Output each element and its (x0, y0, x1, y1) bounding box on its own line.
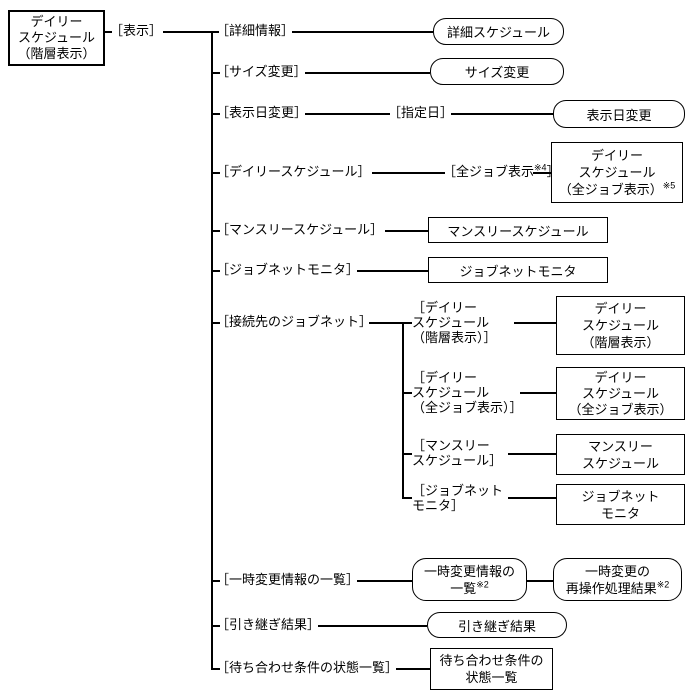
footnote-ref: ※4 (534, 162, 547, 173)
window-label: ジョブネット モニタ (581, 488, 660, 521)
window-label: デイリー スケジュール （全ジョブ表示）※5 (559, 147, 676, 198)
footnote-ref: ※2 (656, 579, 670, 590)
connector-line (292, 31, 433, 33)
menu-item-specified-date: ［指定日］ (388, 105, 454, 120)
window-label: ジョブネットモニタ (459, 263, 577, 279)
menu-item-detail-info: ［詳細情報］ (216, 23, 295, 38)
dialog-label: 一時変更の 再操作処理結果※2 (566, 563, 670, 597)
branch-tick (402, 322, 412, 324)
branch-tick (211, 270, 220, 272)
menu-item-change-date: ［表示日変更］ (216, 105, 308, 120)
root-window-label: デイリー スケジュール （階層表示） (17, 14, 96, 61)
menu-item-jobnet-monitor: ［ジョブネットモニタ］ (216, 262, 360, 277)
dialog-label: 一時変更情報の 一覧※2 (424, 563, 515, 597)
window-node-jobnet-monitor: ジョブネットモニタ (428, 257, 608, 283)
menu-item-monthly-schedule-sub: ［マンスリー スケジュール］ (412, 438, 503, 468)
menu-item-text: ［全ジョブ表示 (443, 164, 535, 179)
connector-line (508, 453, 556, 455)
branch-tick (211, 230, 220, 232)
connector-line (396, 668, 430, 670)
connector-line (372, 172, 445, 174)
dialog-node-detail-schedule: 詳細スケジュール (433, 18, 564, 45)
connector-line (533, 172, 553, 174)
window-node-monthly-schedule-sub: マンスリー スケジュール (556, 434, 685, 475)
footnote-ref: ※5 (662, 180, 676, 191)
branch-tick (211, 580, 220, 582)
footnote-ref: ※2 (476, 579, 489, 590)
dialog-node-resize: サイズ変更 (430, 58, 564, 85)
window-label: マンスリー スケジュール (581, 438, 660, 471)
dialog-label-text: 一時変更情報の 一覧 (423, 563, 515, 596)
trunk-line (211, 31, 213, 669)
connector-line (104, 31, 112, 33)
window-node-jobnet-monitor-sub: ジョブネット モニタ (556, 484, 685, 525)
menu-item-takeover-result: ［引き継ぎ結果］ (216, 617, 321, 632)
window-node-wait-condition-status-list: 待ち合わせ条件の 状態一覧 (430, 648, 553, 690)
branch-tick (402, 392, 412, 394)
dialog-node-change-display-date: 表示日変更 (553, 100, 685, 128)
menu-item-jobnet-monitor-sub: ［ジョブネット モニタ］ (412, 483, 504, 513)
connector-line (318, 625, 427, 627)
root-window-node: デイリー スケジュール （階層表示） (8, 10, 105, 66)
branch-tick (211, 322, 220, 324)
connector-line (305, 72, 430, 74)
menu-item-monthly-schedule: ［マンスリースケジュール］ (216, 222, 384, 237)
connector-line (369, 322, 403, 324)
window-node-daily-schedule-all-jobs: デイリー スケジュール （全ジョブ表示）※5 (551, 142, 683, 203)
menu-item-wait-condition-status-list: ［待ち合わせ条件の状態一覧］ (216, 660, 399, 675)
window-node-daily-schedule-hierarchy: デイリー スケジュール （階層表示） (556, 296, 685, 355)
branch-tick (211, 172, 220, 174)
connector-line (357, 270, 428, 272)
dialog-label: サイズ変更 (464, 65, 530, 80)
dialog-node-temp-change-list: 一時変更情報の 一覧※2 (412, 558, 527, 601)
connector-line (163, 31, 219, 33)
window-node-monthly-schedule: マンスリースケジュール (428, 217, 608, 243)
connector-line (385, 230, 428, 232)
branch-tick (211, 113, 220, 115)
menu-item-connected-jobnet: ［接続先のジョブネット］ (216, 314, 373, 329)
dialog-node-takeover-result: 引き継ぎ結果 (427, 612, 567, 638)
menu-item-temp-change-list: ［一時変更情報の一覧］ (216, 572, 360, 587)
branch-tick (211, 625, 220, 627)
menu-item-daily-schedule: ［デイリースケジュール］ (216, 164, 371, 179)
branch-tick (402, 497, 412, 499)
branch-tick (211, 72, 220, 74)
connector-line (520, 392, 556, 394)
menu-item-resize: ［サイズ変更］ (216, 64, 307, 79)
branch-tick (402, 453, 412, 455)
connector-line (305, 113, 390, 115)
window-label: デイリー スケジュール （階層表示） (581, 301, 660, 350)
window-label: 待ち合わせ条件の 状態一覧 (439, 653, 544, 685)
dialog-label: 表示日変更 (586, 107, 652, 123)
menu-item-view: ［表示］ (110, 23, 163, 38)
menu-item-daily-schedule-all-jobs: ［デイリー スケジュール （全ジョブ表示）］ (412, 370, 523, 415)
connector-line (508, 497, 556, 499)
window-label: マンスリースケジュール (447, 223, 589, 239)
window-label-text: デイリー スケジュール （全ジョブ表示） (558, 148, 663, 197)
connector-line (357, 580, 412, 582)
menu-item-daily-schedule-hierarchy: ［デイリー スケジュール （階層表示）］ (412, 300, 497, 345)
window-node-daily-schedule-all-jobs-sub: デイリー スケジュール （全ジョブ表示） (556, 367, 685, 420)
dialog-label-text: 一時変更の 再操作処理結果 (565, 563, 657, 596)
dialog-label: 詳細スケジュール (446, 25, 551, 40)
connector-line (451, 113, 553, 115)
branch-tick (211, 668, 220, 670)
window-label: デイリー スケジュール （全ジョブ表示） (568, 369, 673, 417)
dialog-node-temp-change-reoperation-result: 一時変更の 再操作処理結果※2 (553, 558, 682, 601)
connector-line (527, 580, 553, 582)
dialog-label: 引き継ぎ結果 (457, 618, 536, 634)
subtree-trunk-line (402, 322, 404, 499)
connector-line (514, 322, 556, 324)
